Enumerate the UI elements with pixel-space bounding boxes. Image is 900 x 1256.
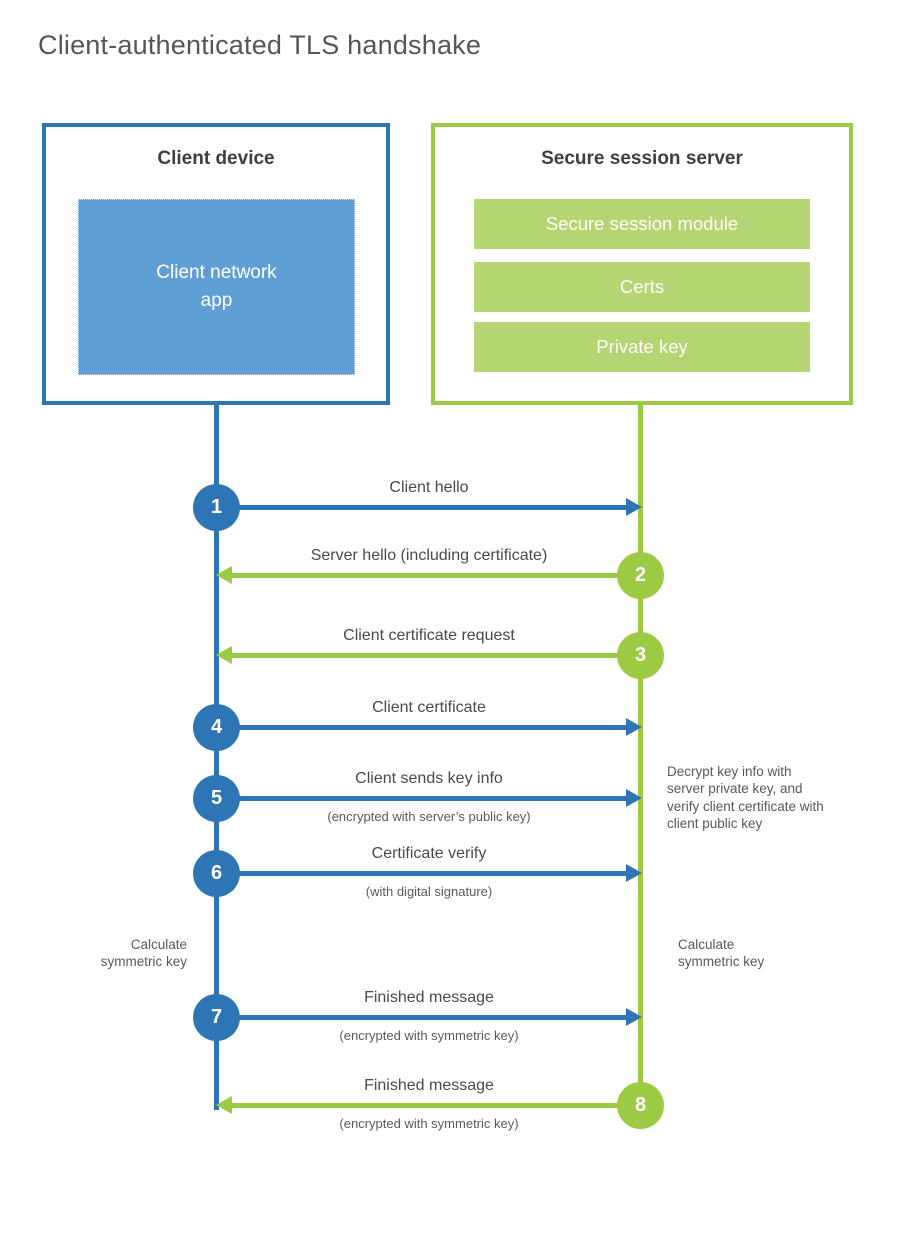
step-circle: 1 [193,484,240,531]
arrow-line [232,573,641,578]
message-label: Client sends key info [355,770,503,787]
step-circle: 7 [193,994,240,1041]
message-label: Finished message [364,989,494,1006]
message-sublabel: (encrypted with server’s public key) [327,809,531,824]
step-circle: 2 [617,552,664,599]
arrow-head-left-icon [216,646,232,664]
message-label: Client certificate [372,699,486,716]
step-circle: 8 [617,1082,664,1129]
annotation-decrypt-note: Decrypt key info with server private key… [667,764,824,831]
arrow-head-right-icon [626,1008,642,1026]
step-circle: 4 [193,704,240,751]
client-device-title: Client device [157,148,275,169]
message-label: Server hello (including certificate) [310,547,548,564]
page-title: Client-authenticated TLS handshake [38,30,482,60]
arrow-line [217,1015,626,1020]
arrow-head-left-icon [216,1096,232,1114]
arrow-line [217,871,626,876]
arrow-line [217,725,626,730]
server-private-key-bar: Private key [474,322,810,372]
server-title: Secure session server [541,148,743,169]
annotation-calc-symmetric-key-client: Calculate symmetric key [100,937,187,970]
message-sublabel: (encrypted with symmetric key) [339,1028,519,1043]
server-certs-bar: Certs [474,262,810,312]
message-label: Finished message [364,1077,494,1094]
annotation-calc-symmetric-key-server: Calculate symmetric key [678,937,765,970]
client-lifeline [214,403,219,1110]
arrow-head-right-icon [626,498,642,516]
arrow-line [217,796,626,801]
message-sublabel: (with digital signature) [365,884,493,899]
arrow-head-right-icon [626,718,642,736]
client-network-app-label: Client network app [156,262,277,311]
arrow-head-right-icon [626,789,642,807]
step-circle: 5 [193,775,240,822]
arrow-line [232,1103,641,1108]
server-module-bar: Secure session module [474,199,810,249]
arrow-head-left-icon [216,566,232,584]
message-label: Client certificate request [343,627,515,644]
step-circle: 6 [193,850,240,897]
arrow-line [217,505,626,510]
message-label: Certificate verify [371,845,487,862]
arrow-line [232,653,641,658]
arrow-head-right-icon [626,864,642,882]
client-network-app-box: Client network app [78,199,355,375]
server-lifeline [638,403,643,1105]
message-sublabel: (encrypted with symmetric key) [339,1116,519,1131]
message-label: Client hello [389,479,469,496]
step-circle: 3 [617,632,664,679]
